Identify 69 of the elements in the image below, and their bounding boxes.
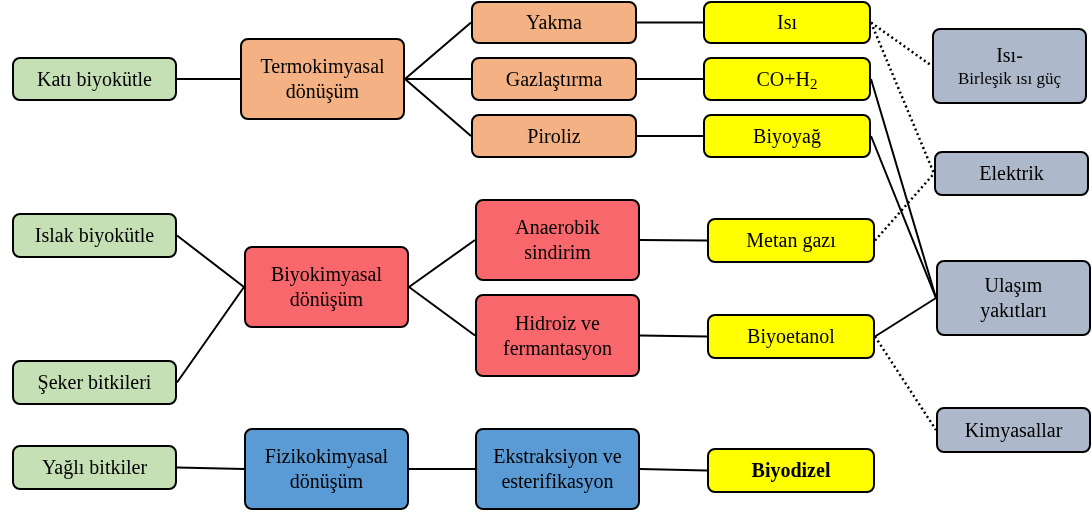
source-box — [12, 445, 177, 490]
use-box — [932, 28, 1087, 104]
process-box — [244, 428, 409, 510]
method-box — [471, 1, 637, 44]
source-box — [12, 57, 177, 101]
connector-line — [408, 468, 476, 470]
connector-line — [639, 334, 708, 338]
use-box — [934, 151, 1089, 196]
connector-line — [176, 234, 245, 288]
method-box — [471, 114, 637, 158]
node-label: Isı- — [996, 42, 1023, 68]
node-label: Birleşik ısı güç — [958, 67, 1061, 90]
connector-line — [639, 468, 708, 472]
connector-line — [636, 21, 704, 24]
node-label: Biyokimyasal dönüşüm — [269, 262, 384, 312]
connector-line — [176, 286, 245, 384]
product-box — [703, 1, 871, 44]
connector-line — [870, 135, 937, 299]
dotted-connector — [870, 21, 933, 67]
node-label: Anaerobik sindirim — [514, 215, 601, 265]
use-box — [936, 260, 1091, 336]
node-label: Metan gazı — [746, 228, 836, 253]
node-label: Hidroiz ve fermantasyon — [502, 310, 613, 361]
product-box — [703, 114, 871, 158]
node-label: Islak biyokütle — [34, 223, 155, 248]
connector-line — [874, 297, 937, 338]
use-box — [936, 407, 1091, 453]
product-box — [707, 448, 875, 493]
product-box — [707, 314, 875, 359]
node-label: Ekstraksiyon ve esterifikasyon — [492, 444, 623, 494]
node-label: Elektrik — [979, 161, 1044, 186]
connector-line — [408, 239, 476, 288]
connector-line — [176, 78, 241, 80]
node-label: Kimyasallar — [964, 417, 1063, 443]
node-label: Biyoyağ — [753, 123, 821, 149]
source-box — [12, 360, 177, 405]
connector-line — [636, 78, 704, 80]
method-box — [475, 199, 640, 281]
source-box — [12, 213, 177, 258]
node-label: Piroliz — [527, 123, 581, 149]
product-box — [707, 218, 875, 263]
node-label: Biyoetanol — [747, 324, 835, 349]
dotted-connector — [869, 22, 936, 174]
dotted-connector — [874, 172, 935, 242]
process-box — [244, 246, 409, 328]
node-label: Fizikokimyasal dönüşüm — [263, 444, 390, 494]
method-box — [475, 428, 640, 510]
node-label: Katı biyokütle — [37, 66, 152, 92]
node-label: Termokimyasal dönüşüm — [259, 54, 386, 104]
node-label: Gazlaştırma — [505, 66, 603, 92]
node-label: Ulaşım yakıtları — [979, 273, 1048, 323]
connector-line — [404, 21, 472, 80]
node-label: Yakma — [526, 10, 582, 35]
connector-line — [176, 466, 245, 470]
node-label: Biyodizel — [751, 458, 831, 483]
node-label: Şeker bitkileri — [37, 370, 152, 395]
node-label: Isı — [777, 10, 797, 35]
method-box — [475, 294, 640, 377]
node-label: CO+H$_{2}$ — [756, 66, 818, 92]
connector-line — [408, 286, 476, 337]
dotted-connector — [873, 335, 938, 431]
connector-line — [404, 78, 472, 137]
product-box — [703, 57, 871, 101]
connector-line — [636, 135, 704, 137]
node-label: Yağlı bitkiler — [41, 455, 148, 480]
connector-line — [639, 239, 708, 242]
process-box — [240, 38, 405, 120]
method-box — [471, 57, 637, 101]
connector-line — [404, 78, 472, 80]
